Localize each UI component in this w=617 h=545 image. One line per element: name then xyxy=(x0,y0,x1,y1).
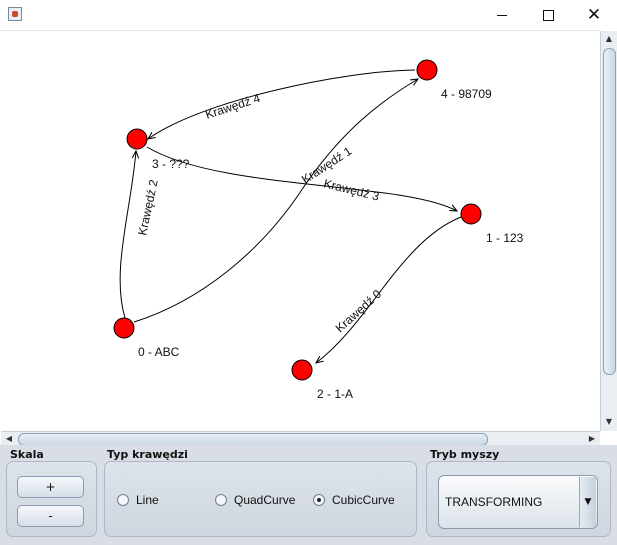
title-bar: ✕ xyxy=(0,0,617,30)
vertical-scrollbar[interactable]: ▲ ▼ xyxy=(600,31,617,431)
scroll-right-icon[interactable]: ▶ xyxy=(588,434,596,443)
zoom-in-button[interactable]: + xyxy=(17,476,84,498)
node-0[interactable] xyxy=(113,317,135,339)
scroll-down-icon[interactable]: ▼ xyxy=(605,417,613,426)
minimize-icon xyxy=(497,15,507,16)
node-label-0: 0 - ABC xyxy=(138,345,180,359)
node-label-1: 1 - 123 xyxy=(486,231,524,245)
radio-cubiccurve-label: CubicCurve xyxy=(332,493,395,507)
radio-cubiccurve[interactable]: CubicCurve xyxy=(313,493,408,509)
edge-0[interactable] xyxy=(316,216,462,363)
mouse-mode-value: TRANSFORMING xyxy=(445,495,543,509)
radio-line[interactable]: Line xyxy=(117,493,177,509)
node-1[interactable] xyxy=(460,203,482,225)
node-4[interactable] xyxy=(416,59,438,81)
edge-1[interactable] xyxy=(133,79,418,323)
radio-cubiccurve-circle[interactable] xyxy=(313,494,325,506)
chevron-down-icon[interactable]: ▼ xyxy=(579,477,596,527)
edge-label-0: Krawędź 0 xyxy=(333,287,385,336)
maximize-button[interactable] xyxy=(525,0,571,30)
radio-quadcurve[interactable]: QuadCurve xyxy=(215,493,305,509)
close-button[interactable]: ✕ xyxy=(571,0,617,30)
node-2[interactable] xyxy=(291,359,313,381)
graph-svg[interactable]: Krawędź 4 Krawędź 1 Krawędź 2 Krawędź 3 … xyxy=(1,31,600,432)
scale-group: + - xyxy=(6,461,97,537)
horizontal-scrollbar[interactable]: ◀ ▶ xyxy=(1,431,600,446)
radio-line-circle[interactable] xyxy=(117,494,129,506)
node-label-3: 3 - ??? xyxy=(152,157,190,171)
scroll-left-icon[interactable]: ◀ xyxy=(5,434,13,443)
close-icon: ✕ xyxy=(586,5,602,25)
control-panel: Skala + - Typ krawędzi Line QuadCurve Cu… xyxy=(0,445,617,545)
edge-4[interactable] xyxy=(148,69,416,139)
node-3[interactable] xyxy=(126,128,148,150)
mouse-mode-title: Tryb myszy xyxy=(430,448,500,461)
node-label-4: 4 - 98709 xyxy=(441,87,492,101)
radio-quadcurve-circle[interactable] xyxy=(215,494,227,506)
scale-title: Skala xyxy=(10,448,44,461)
radio-line-label: Line xyxy=(136,493,159,507)
node-label-2: 2 - 1-A xyxy=(317,387,353,401)
edge-label-2: Krawędź 2 xyxy=(135,178,161,237)
mouse-mode-select[interactable]: TRANSFORMING ▼ xyxy=(438,475,598,529)
edge-2[interactable] xyxy=(119,151,136,319)
maximize-icon xyxy=(543,10,554,21)
edge-label-4: Krawędź 4 xyxy=(204,91,263,122)
edge-3[interactable] xyxy=(146,146,457,211)
graph-canvas[interactable]: Krawędź 4 Krawędź 1 Krawędź 2 Krawędź 3 … xyxy=(1,30,600,432)
vertical-scroll-thumb[interactable] xyxy=(603,48,616,375)
zoom-out-button[interactable]: - xyxy=(17,505,84,527)
minimize-button[interactable] xyxy=(479,0,525,30)
edge-label-3: Krawędź 3 xyxy=(322,176,381,203)
edge-type-group xyxy=(104,461,417,537)
java-cup-icon xyxy=(8,7,22,21)
radio-quadcurve-label: QuadCurve xyxy=(234,493,296,507)
scroll-up-icon[interactable]: ▲ xyxy=(605,34,613,43)
edge-type-title: Typ krawędzi xyxy=(107,448,188,461)
